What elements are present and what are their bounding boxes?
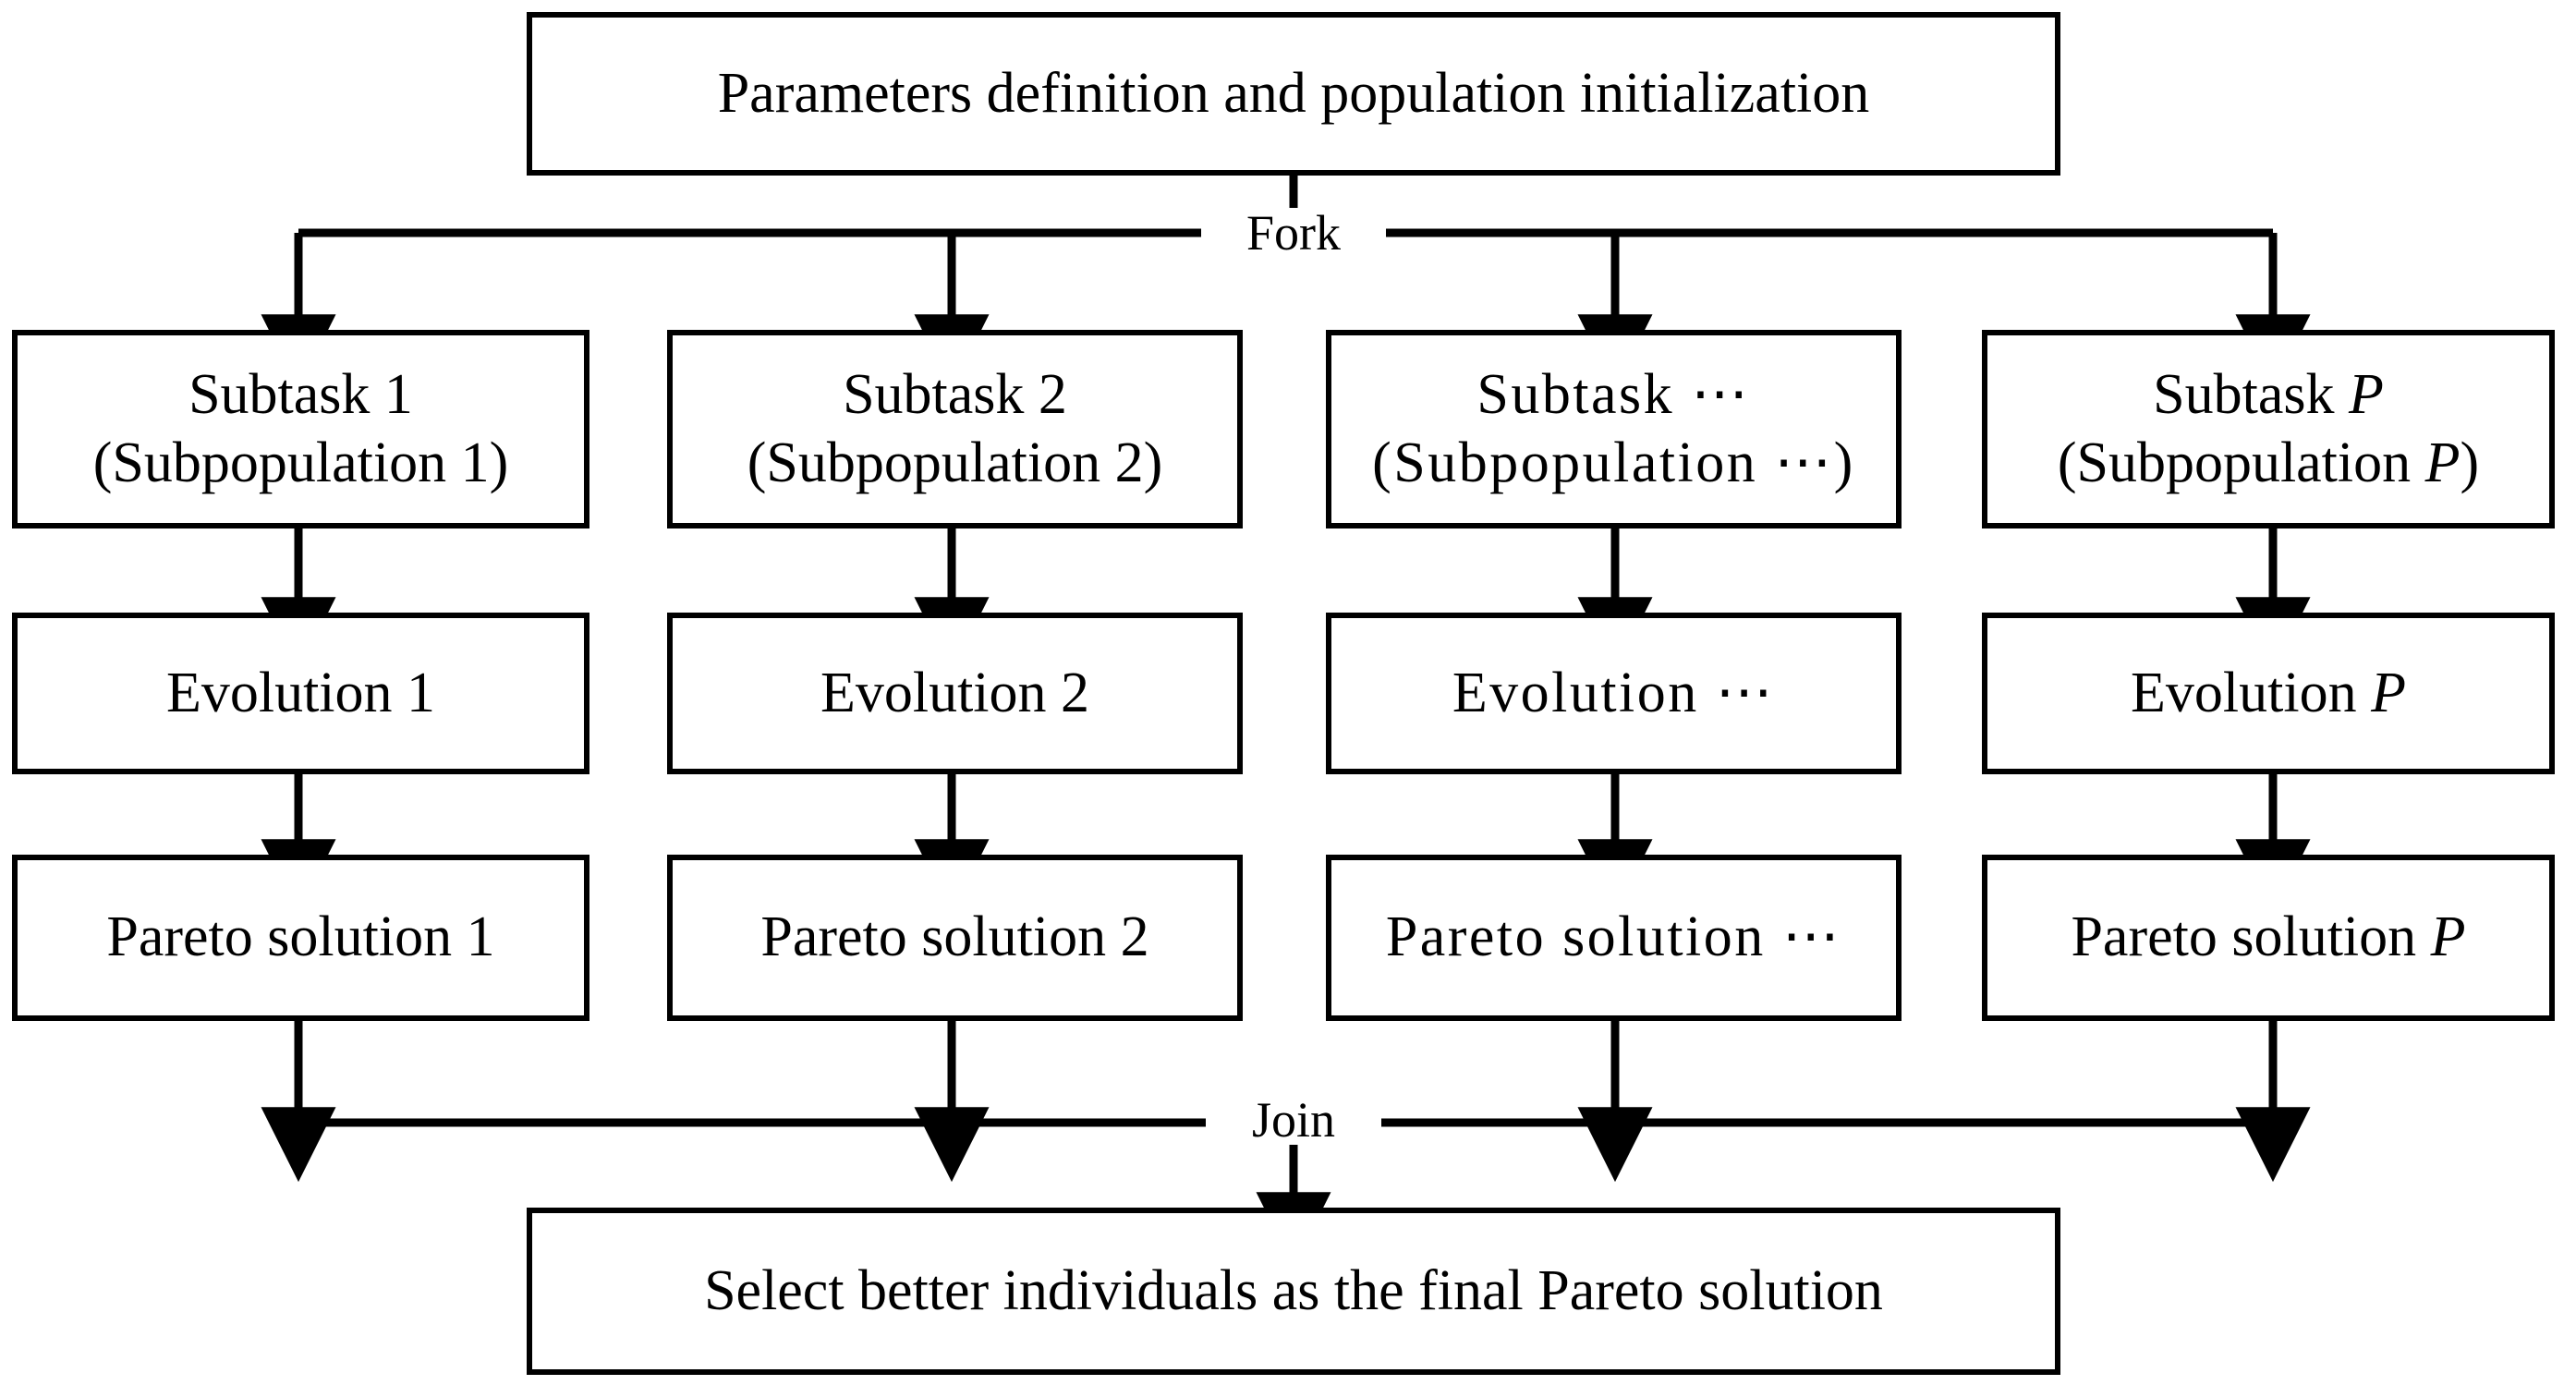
node-subtask-2-subpopulation: (Subpopulation 2) [747,431,1163,494]
node-evolution-1-label: Evolution 1 [165,661,436,724]
node-evolution-2-label: Evolution 2 [820,661,1090,724]
node-evolution-p-label: Evolution P [2131,661,2406,724]
node-subtask-3-title: Subtask ⋯ [1476,363,1751,427]
node-subtask-p[interactable]: Subtask P (Subpopulation P) [1982,330,2555,528]
node-subtask-1-subpopulation: (Subpopulation 1) [92,431,509,494]
node-pareto-solution-2[interactable]: Pareto solution 2 [667,855,1243,1021]
node-evolution-3[interactable]: Evolution ⋯ [1326,613,1902,774]
node-select-better-individuals-label: Select better individuals as the final P… [704,1258,1883,1322]
node-subtask-3[interactable]: Subtask ⋯ (Subpopulation ⋯) [1326,330,1902,528]
node-pareto-solution-1[interactable]: Pareto solution 1 [12,855,589,1021]
node-subtask-1[interactable]: Subtask 1 (Subpopulation 1) [12,330,589,528]
fork-label: Fork [1233,208,1355,258]
node-subtask-1-title: Subtask 1 [188,363,413,427]
node-evolution-2[interactable]: Evolution 2 [667,613,1243,774]
node-subtask-3-subpopulation: (Subpopulation ⋯) [1372,431,1855,494]
node-pareto-solution-p[interactable]: Pareto solution P [1982,855,2555,1021]
node-parameters-definition[interactable]: Parameters definition and population ini… [527,12,2060,176]
node-subtask-p-title: Subtask P [2153,363,2384,427]
join-label: Join [1238,1095,1349,1145]
node-pareto-solution-1-label: Pareto solution 1 [106,905,495,969]
node-pareto-solution-p-label: Pareto solution P [2071,905,2466,969]
node-pareto-solution-3-label: Pareto solution ⋯ [1385,905,1842,969]
node-subtask-p-subpopulation: (Subpopulation P) [2057,431,2480,494]
node-subtask-2-title: Subtask 2 [843,363,1067,427]
node-subtask-2[interactable]: Subtask 2 (Subpopulation 2) [667,330,1243,528]
node-evolution-3-label: Evolution ⋯ [1452,661,1776,724]
node-evolution-1[interactable]: Evolution 1 [12,613,589,774]
node-pareto-solution-3[interactable]: Pareto solution ⋯ [1326,855,1902,1021]
node-select-better-individuals[interactable]: Select better individuals as the final P… [527,1208,2060,1375]
node-evolution-p[interactable]: Evolution P [1982,613,2555,774]
node-pareto-solution-2-label: Pareto solution 2 [760,905,1149,969]
node-parameters-definition-label: Parameters definition and population ini… [717,61,1870,125]
